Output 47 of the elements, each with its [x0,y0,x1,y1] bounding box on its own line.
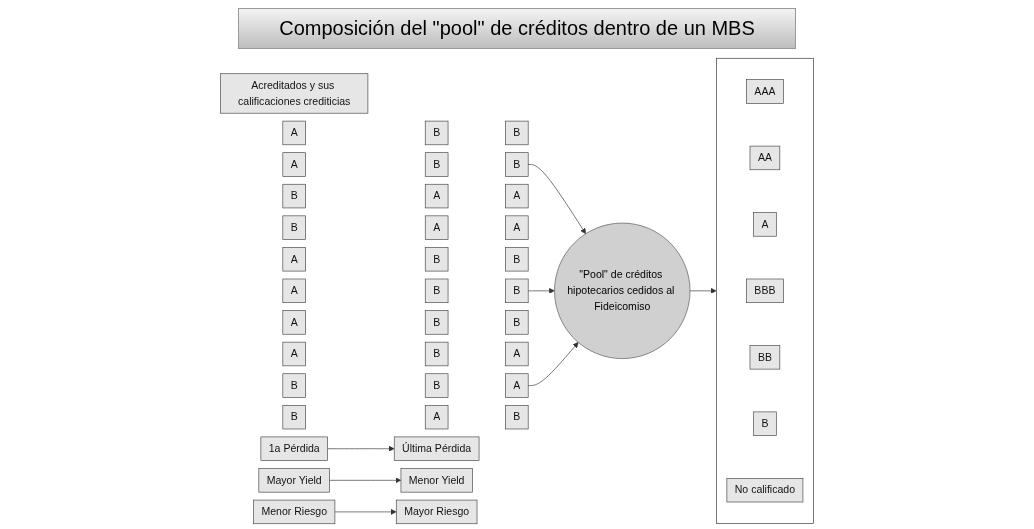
node-box: A [424,405,449,430]
node-box: B [424,152,449,177]
node-box: Última Pérdida [393,436,480,461]
node-box: B [505,405,529,430]
node-box: Acreditados y sus calificaciones crediticias [220,73,369,114]
node-box: 1a Pérdida [260,436,328,461]
title-banner: Composición del "pool" de créditos dentro de un MBS [238,8,796,49]
node-box: No calificado [726,478,804,503]
node-box: B [424,278,449,303]
node-box: Menor Yield [400,468,473,493]
node-box: A [505,183,529,209]
node-box: B [505,310,529,335]
node-box: Menor Riesgo [253,499,336,525]
node-box: B [505,278,529,303]
node-box: B [505,152,529,177]
cluster [716,57,814,524]
node-box: B [424,247,449,272]
node-box: A [282,247,306,272]
node-box: Mayor Yield [258,468,330,493]
node-box: B [424,373,449,398]
node-box: B [282,183,306,209]
node-box: A [282,341,306,367]
node-box: BBB [746,278,784,303]
node-box: A [505,373,529,398]
node-box: A [282,152,306,177]
node-box: BB [749,345,781,370]
node-box: B [282,373,306,398]
node-box: B [505,120,529,146]
node-box: B [753,411,777,436]
node-box: A [424,215,449,240]
node-box: AA [749,145,781,171]
node-circle: "Pool" de créditos hipotecarios cedidos al Fideicomiso [554,222,691,359]
node-box: A [753,212,777,237]
node-box: A [282,310,306,335]
node-box: B [424,341,449,367]
node-box: B [424,120,449,146]
node-box: A [424,183,449,209]
node-box: AAA [746,79,784,104]
node-box: A [505,215,529,240]
node-box: A [282,278,306,303]
node-box: A [505,341,529,367]
node-box: B [424,310,449,335]
node-box: B [505,247,529,272]
node-box: A [282,120,306,146]
node-box: B [282,215,306,240]
node-box: B [282,405,306,430]
node-box: Mayor Riesgo [395,499,478,525]
